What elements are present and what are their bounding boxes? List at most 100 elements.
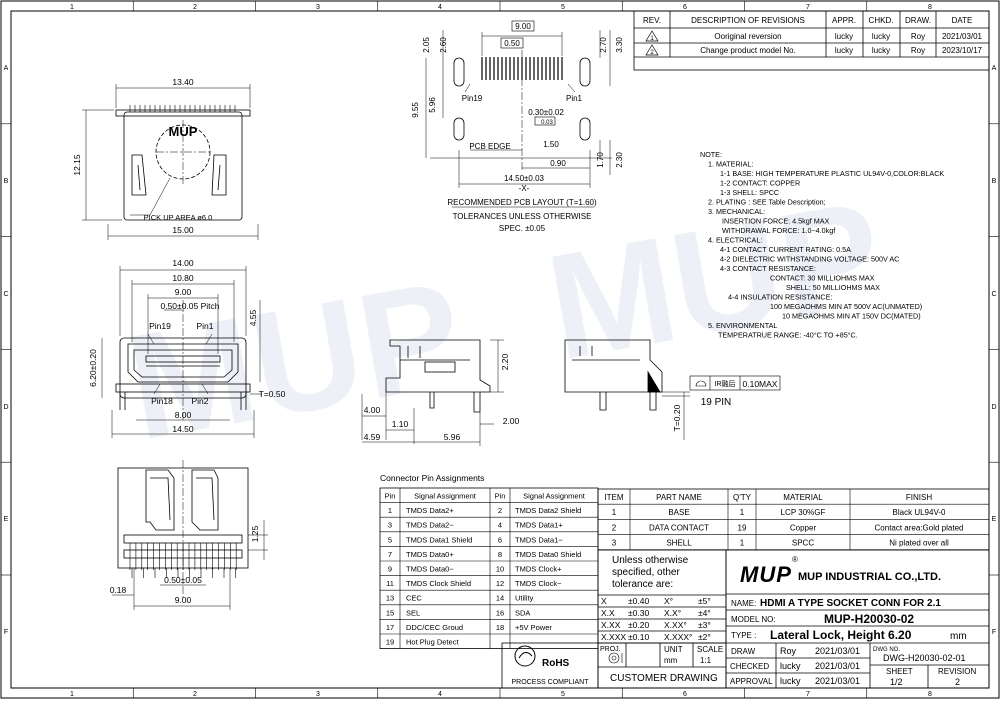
note-line: TEMPERATRUE RANGE: -40°C TO +85°C. [718,331,858,340]
parts-cell: 19 [738,523,747,532]
tol-xxxxdeg: X.XXX° [664,632,692,642]
zone-col-top: 8 [928,4,932,11]
model-label: MODEL NO: [731,615,776,624]
zone-row-right: A [992,65,997,72]
pin-signal: TMDS Data2 Shield [515,506,581,515]
pin-signal: +5V Power [515,623,552,632]
tol-xxxx-val: ±0.10 [628,632,649,642]
parts-cell: Copper [790,523,817,532]
pin-signal: TMDS Data1+ [515,521,563,530]
profile-surface-icon [695,380,707,387]
pin-number: 5 [388,535,392,544]
zone-col-bottom: 5 [561,691,565,698]
bottom-dim-900: 9.00 [175,595,192,605]
pin-number: 3 [388,521,392,530]
front-pin2-label: Pin2 [191,396,208,406]
note-line: 2. PLATING : SEE Table Description; [708,198,826,207]
pin-signal: TMDS Data0 Shield [515,550,581,559]
front-dim-900: 9.00 [175,287,192,297]
rev1-draw: Roy [911,32,925,41]
tol-xx: X.X [601,608,615,618]
pcb-dim-090: 0.90 [550,159,566,168]
note-line: 1-1 BASE: HIGH TEMPERATURE PLASTIC UL94V… [720,169,944,178]
basic-dim-box [511,20,535,32]
rev2-description: Change product model No. [700,46,796,55]
zone-col-bottom: 7 [806,691,810,698]
pin-signal: TMDS Clock+ [515,565,562,574]
side-view-right [564,339,781,440]
company-logo: MUP [740,562,792,587]
tolerance-text: Unless otherwise specified, other tolera… [601,555,711,642]
approval-label: APPROVAL [730,677,773,686]
pin-number: 7 [388,550,392,559]
pin-signal: Utility [515,594,534,603]
rev1-description: Ooriginal reversion [714,32,781,41]
front-dim-pitch: 0.50±0.05 Pitch [160,301,219,311]
pin-table-header: Pin [385,492,396,501]
pin-number: 17 [386,623,394,632]
checked-date: 2021/03/01 [815,661,860,671]
dwg-value: DWG-H20030-02-01 [883,653,966,663]
zone-row-left: B [4,178,9,185]
pin-signal: TMDS Data0− [406,565,454,574]
approval-name: lucky [780,676,801,686]
side-dim-596: 5.96 [444,432,461,442]
parts-cell: DATA CONTACT [649,523,709,532]
sheet-value: 1/2 [890,677,903,687]
registered-mark-icon: ® [792,555,798,564]
note-line: 4-2 DIELECTRIC WITHSTANDING VOLTAGE: 500… [720,255,899,264]
zone-col-top: 5 [561,4,565,11]
pin-number: 4 [498,521,502,530]
front-dim-800: 8.00 [175,410,192,420]
pin-number: 12 [496,579,504,588]
pcb-dim-9: 9.00 [515,22,531,31]
pcb-dim-050: 0.50 [504,39,520,48]
zone-col-top: 6 [683,4,687,11]
zone-row-left: D [3,404,8,411]
scale-label: SCALE [697,645,723,654]
pcb-layout-title: RECOMMENDED PCB LAYOUT (T=1.60) [447,198,597,207]
zone-col-top: 3 [316,4,320,11]
type-label: TYPE : [731,631,756,640]
rev1-appr: lucky [835,32,853,41]
note-line: 3. MECHANICAL: [708,207,765,216]
tolerance-title-3: tolerance are: [612,579,673,590]
note-line: 100 MEGAOHMS MIN AT 500V AC(UNMATED) [770,302,922,311]
pcb-layout-view [425,30,612,188]
side-dim-459: 4.59 [364,432,381,442]
pin-number: 15 [386,608,394,617]
note-line: 1. MATERIAL: [708,160,753,169]
rev2-draw: Roy [911,46,925,55]
rev-header-draw: DRAW. [905,16,931,25]
draw-name: Roy [780,646,797,656]
pcb-edge-label: PCB EDGE [469,142,510,151]
zone-col-bottom: 2 [193,691,197,698]
note-line: NOTE: [700,150,722,159]
pin-signal: SEL [406,608,420,617]
parts-header: ITEM [604,493,623,502]
tol-xxdeg: X.X° [664,608,681,618]
tol-xxxxdeg-val: ±2° [698,632,711,642]
pin-signal: TMDS Data2+ [406,506,454,515]
pin-number: 11 [386,579,394,588]
pin-number: 2 [498,506,502,515]
front-dim-455: 4.55 [248,309,258,326]
pcb-dim-596: 5.96 [428,97,437,113]
parts-header: PART NAME [656,493,702,502]
pcb-dim-230: 2.30 [615,152,624,168]
pcb-datum-x: -X- [519,184,530,193]
tolerance-title-1: Unless otherwise [612,555,689,566]
side-view-left [361,339,504,446]
note-line: WITHDRAWAL FORCE: 1.0~4.0kgf [722,226,835,235]
bottom-view [112,460,268,610]
zone-col-bottom: 6 [683,691,687,698]
parts-header: FINISH [906,493,932,502]
rev2-date: 2023/10/17 [942,46,983,55]
top-view-labels: 13.40 12.15 15.00 MUP PICK UP AREA ø6.0 [72,77,212,235]
note-line: 10 MEGAOHMS MIN AT 150V DC(MATED) [782,312,921,321]
pcb-dim-205: 2.05 [422,37,431,53]
tol-xxdeg-val: ±4° [698,608,711,618]
rev-header-rev: REV. [643,16,661,25]
